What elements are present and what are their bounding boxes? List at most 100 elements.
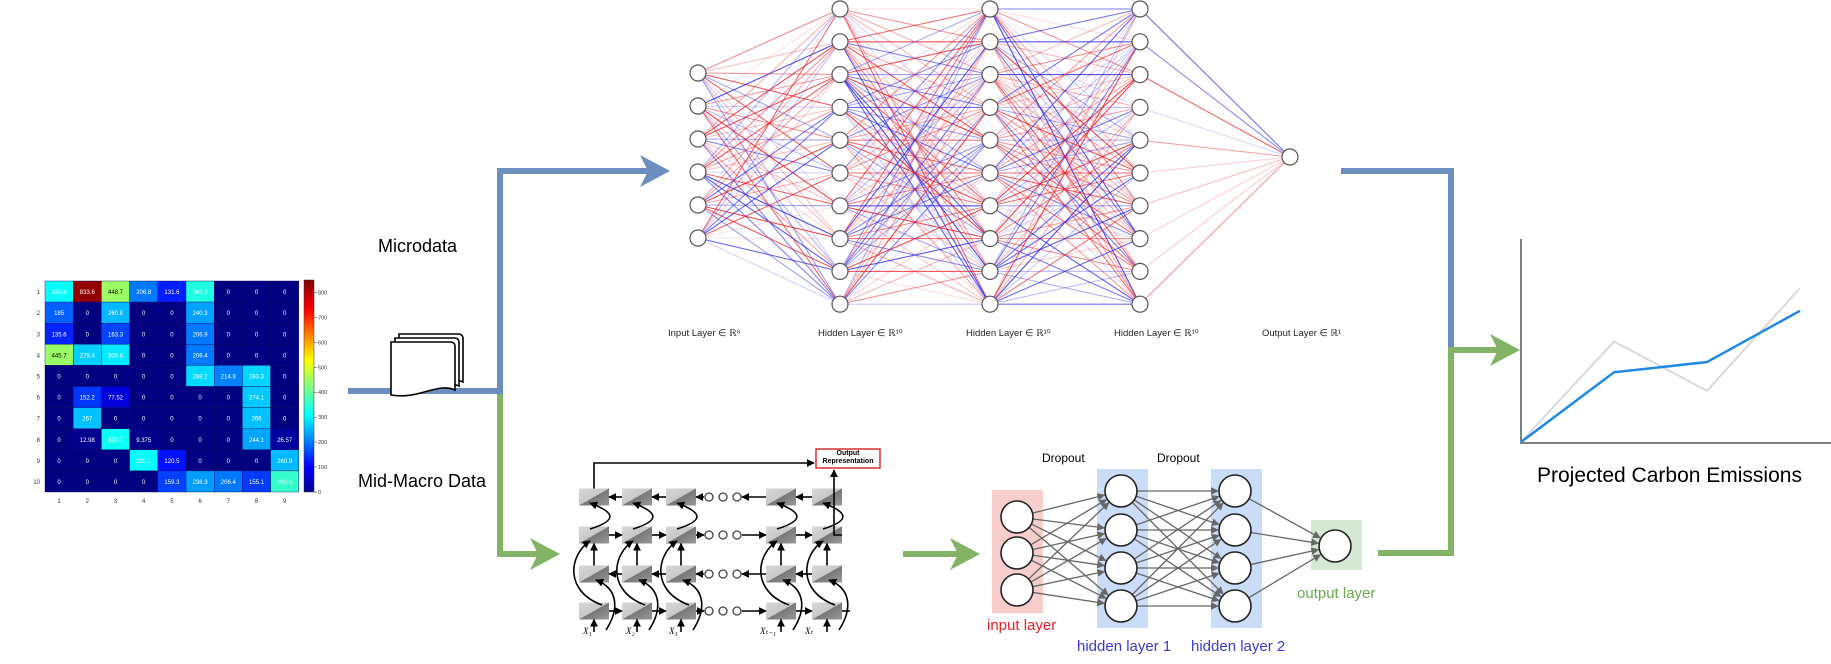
mlp-neuron (981, 65, 999, 84)
heatmap-cell-value: 0 (114, 480, 118, 486)
heatmap-row-label: 6 (37, 396, 41, 402)
heatmap-cell-value: 260.8 (108, 311, 124, 317)
heatmap-cell-value: 9.375 (136, 438, 152, 444)
mlp-layer-label-hidden-1: Hidden Layer ∈ ℝ¹⁰ (818, 328, 903, 339)
mlp-edge (989, 41, 1141, 108)
heatmap-cell-value: 0 (170, 332, 174, 338)
mlp-edge (989, 107, 1141, 305)
output-layer-label: output layer (1297, 585, 1376, 602)
mlp-neuron (981, 295, 999, 313)
heatmap-cell-value: 288.2 (193, 374, 209, 380)
heatmap-cell-value: 0 (227, 417, 231, 423)
heatmap-cell-value: 240.3 (193, 311, 209, 317)
mlp-edge (697, 41, 841, 239)
mlp-edge (1139, 74, 1291, 158)
heatmap-cell-value: 0 (227, 311, 231, 317)
heatmap-cell-value: 155.1 (249, 480, 265, 486)
heatmap-row-label: 3 (37, 332, 41, 338)
heatmap-cell-value: 120.5 (164, 459, 180, 465)
heatmap-cell-value: 0 (283, 353, 287, 359)
dnn-edge (1135, 571, 1220, 602)
mlp-edge (697, 106, 841, 173)
mlp-neuron (831, 164, 849, 182)
heatmap-cell-value: 0 (86, 480, 90, 486)
mlp-neuron (689, 130, 707, 148)
mlp-edge (839, 8, 991, 272)
heatmap-cell-value: 279.4 (80, 353, 96, 359)
rnn-cell (812, 565, 842, 583)
heatmap-cell-value: 0 (142, 417, 146, 423)
mlp-edge (989, 41, 1141, 305)
mlp-edge (989, 8, 1141, 305)
dnn-edge (1031, 523, 1107, 562)
dnn-edge (1028, 502, 1110, 580)
mlp-edge (989, 238, 1141, 305)
rnn-cell (622, 488, 652, 506)
mlp-edge (839, 8, 991, 207)
heatmap-cell-value: 0 (86, 311, 90, 317)
mlp-edge (697, 204, 841, 240)
mlp-edge (697, 139, 841, 239)
heatmap-cell-value: 206.9 (193, 332, 209, 338)
rnn-skip-curve (676, 501, 698, 530)
dnn-neuron (1318, 529, 1352, 563)
mlp-edge (839, 8, 991, 76)
mlp-edge (697, 74, 841, 239)
rnn-ellipsis-dot (704, 569, 714, 579)
mlp-edge (839, 107, 991, 305)
heatmap-cell-value: 320.8 (52, 290, 68, 296)
heatmap-col-label: 5 (170, 499, 174, 505)
mlp-edge (839, 238, 991, 305)
mlp-edge (697, 237, 841, 305)
mlp-neuron (1131, 295, 1149, 313)
heatmap-cell-value: 833.6 (80, 290, 96, 296)
heatmap-cell-value: 0 (170, 374, 174, 380)
documents-icon (390, 333, 464, 397)
heatmap-row-label: 8 (37, 438, 41, 444)
colorbar-tick-label: 200 (318, 440, 327, 446)
mlp-neuron (1131, 164, 1149, 182)
chart-title: Projected Carbon Emissions (1537, 464, 1802, 487)
rnn-input-x2: X₂ (626, 626, 635, 636)
heatmap-cell-value: 0 (114, 417, 118, 423)
mlp-neuron (831, 197, 849, 215)
mlp-edge (989, 74, 1141, 207)
mlp-neuron (981, 262, 999, 280)
dnn-edge (1032, 591, 1105, 607)
dnn-neuron (1104, 474, 1138, 508)
mlp-neuron (689, 64, 707, 82)
mlp-edge (697, 74, 841, 140)
mlp-layer-label-output: Output Layer ∈ ℝ¹ (1262, 328, 1342, 339)
rnn-skip-curve (682, 578, 703, 631)
mlp-edge (989, 74, 1141, 174)
heatmap-cell-value: 0 (57, 396, 61, 402)
dnn-neuron (1000, 500, 1034, 534)
rnn-skip-curve (632, 501, 654, 530)
heatmap-cell-value: 266 (251, 417, 262, 423)
mlp-edge (989, 139, 1141, 272)
rnn-cell (766, 526, 796, 544)
chart-series-actual (1520, 287, 1801, 443)
heatmap-row-label: 7 (37, 417, 41, 423)
heatmap-cell-value: 0 (114, 374, 118, 380)
heatmap-cell-value: 267 (82, 417, 93, 423)
heatmap-cell-value: 0 (283, 417, 287, 423)
mlp-edge (839, 270, 991, 305)
mlp-edge (697, 105, 841, 174)
mlp-edge (1139, 156, 1291, 240)
mlp-edge (697, 41, 841, 173)
mlp-edge (839, 139, 991, 305)
rnn-ellipsis-dot (732, 492, 742, 502)
rnn-skip-curve (782, 578, 803, 631)
colorbar-tick-label: 700 (318, 315, 327, 321)
mlp-edge (989, 8, 1141, 43)
rnn-cell (666, 488, 696, 506)
heatmap-cell-value: 0 (142, 480, 146, 486)
heatmap-cell-value: 0 (142, 374, 146, 380)
mlp-neuron (831, 262, 849, 280)
mlp-edge (839, 8, 991, 43)
mlp-neuron (689, 196, 707, 214)
heatmap-cell-value: 0 (170, 353, 174, 359)
rnn-skip-curve (589, 501, 611, 530)
